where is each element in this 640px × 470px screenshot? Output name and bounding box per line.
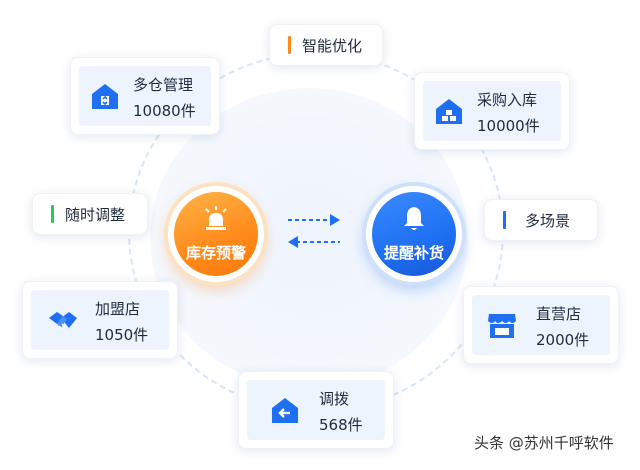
tag-bar-orange	[288, 36, 291, 54]
card-transfer: 调拨 568件	[238, 371, 394, 449]
card-direct-store: 直营店 2000件	[463, 286, 619, 364]
tag-bar-green	[51, 205, 54, 223]
card-inner	[247, 380, 385, 440]
transfer-icon	[269, 394, 301, 426]
stock-alert-node: 库存预警	[168, 186, 264, 282]
card-value: 10080件	[133, 102, 196, 120]
card-purchase-inbound: 采购入库 10000件	[414, 72, 570, 150]
watermark: 头条 @苏州千呼软件	[474, 434, 614, 452]
card-title: 调拨	[319, 390, 350, 408]
arrow-left-icon	[288, 236, 340, 248]
bell-icon	[400, 204, 428, 234]
warehouse-icon	[89, 80, 121, 112]
alarm-light-icon	[202, 204, 230, 234]
arrow-right-icon	[288, 214, 340, 226]
restock-reminder-label: 提醒补货	[383, 244, 444, 262]
card-multi-warehouse: 多仓管理 10080件	[70, 57, 220, 135]
tag-bar-blue	[503, 211, 506, 229]
tag-adjust-anytime: 随时调整	[32, 193, 148, 235]
card-value: 10000件	[477, 117, 540, 135]
card-franchise-store: 加盟店 1050件	[22, 281, 178, 359]
restock-reminder-node: 提醒补货	[366, 186, 462, 282]
store-in-icon	[433, 95, 465, 127]
tag-label: 随时调整	[65, 206, 126, 224]
tag-multi-scene: 多场景	[484, 199, 598, 241]
card-value: 2000件	[536, 331, 590, 349]
card-title: 加盟店	[95, 300, 141, 318]
card-value: 568件	[319, 416, 363, 434]
stock-alert-label: 库存预警	[185, 244, 246, 262]
handshake-icon	[47, 304, 79, 336]
card-title: 直营店	[536, 305, 582, 323]
tag-smart-optimize: 智能优化	[269, 24, 383, 66]
tag-label: 智能优化	[302, 37, 363, 55]
shop-icon	[486, 309, 518, 341]
tag-label: 多场景	[525, 212, 571, 230]
flow-arrows	[288, 214, 340, 248]
card-title: 多仓管理	[133, 76, 194, 94]
card-title: 采购入库	[477, 91, 538, 109]
card-value: 1050件	[95, 326, 149, 344]
